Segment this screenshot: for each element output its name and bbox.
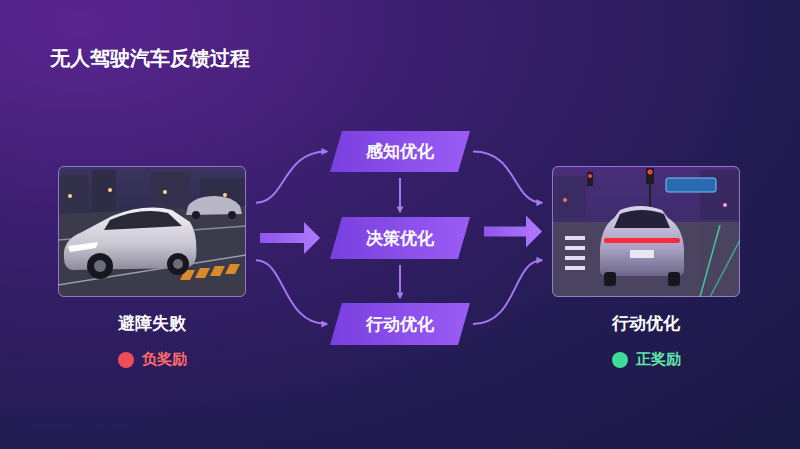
right-scene (552, 166, 740, 297)
status-row: 负奖励 (39, 350, 265, 369)
image-panel: 行动优化正奖励 (552, 166, 740, 297)
flow-arrow (399, 265, 401, 298)
process-box: 决策优化 (330, 217, 470, 259)
text-wrap: 感知优化 (330, 131, 470, 172)
diagram-title: 无人驾驶汽车反馈过程 (50, 45, 250, 72)
thick-arrow (260, 222, 320, 254)
thick-arrow (484, 216, 542, 248)
text-wrap: 决策优化 (330, 217, 470, 259)
caption-text: 行动优化 (533, 312, 759, 335)
image-panel: 避障失败负奖励 (58, 166, 246, 297)
left-scene (58, 166, 246, 297)
curved-arrow (256, 152, 327, 203)
box-label: 行动优化 (366, 313, 434, 336)
status-text: 负奖励 (142, 350, 187, 369)
status-text: 正奖励 (636, 350, 681, 369)
text-wrap: 行动优化 (330, 303, 470, 345)
process-box: 感知优化 (330, 131, 470, 172)
status-dot (612, 352, 628, 368)
caption-text: 避障失败 (39, 312, 265, 335)
box-label: 感知优化 (366, 140, 434, 163)
curved-arrow (473, 260, 542, 324)
parallelogram-fill (330, 217, 470, 259)
parallelogram-fill (330, 303, 470, 345)
parallelogram-fill (330, 131, 470, 172)
curved-arrow (473, 152, 542, 203)
box-label: 决策优化 (366, 227, 434, 250)
process-box: 行动优化 (330, 303, 470, 345)
flow-arrow (399, 178, 401, 212)
status-row: 正奖励 (533, 350, 759, 369)
curved-arrow (256, 260, 327, 324)
status-dot (118, 352, 134, 368)
